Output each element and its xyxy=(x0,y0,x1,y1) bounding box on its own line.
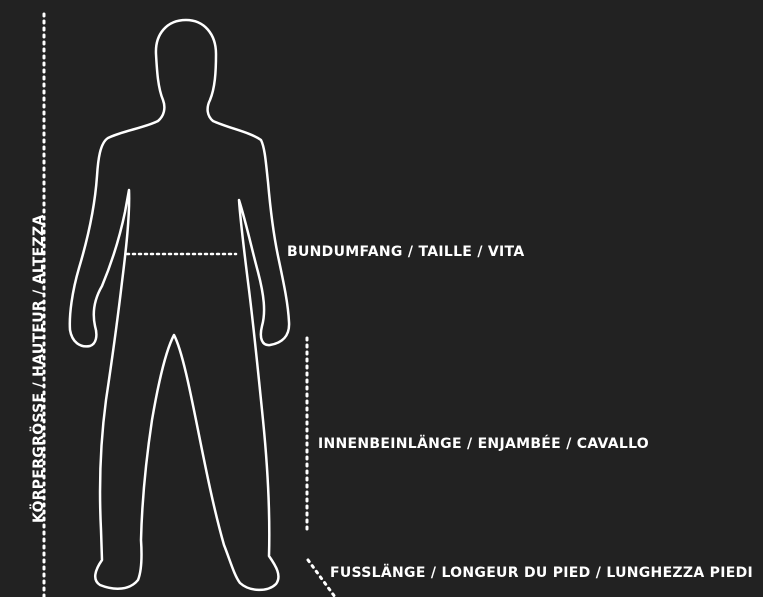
inseam-label: INNENBEINLÄNGE / ENJAMBÉE / CAVALLO xyxy=(318,436,649,452)
waist-label: BUNDUMFANG / TAILLE / VITA xyxy=(287,244,524,260)
foot-length-label: FUSSLÄNGE / LONGEUR DU PIED / LUNGHEZZA … xyxy=(330,565,753,581)
height-label: KÖRPERGRÖSSE / HAUTEUR / ALTEZZA xyxy=(31,214,47,523)
body-silhouette xyxy=(70,20,289,590)
